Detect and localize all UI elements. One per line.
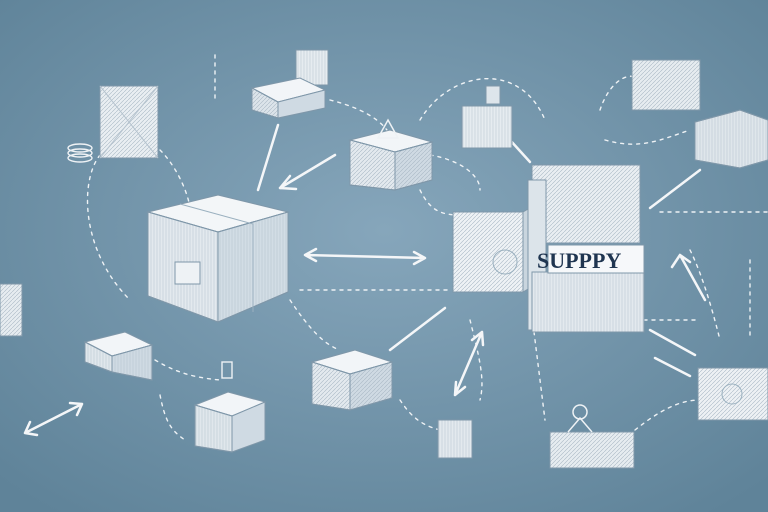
supply-sign-text: SUPPPY bbox=[537, 248, 621, 273]
box-bottom-center bbox=[312, 350, 392, 410]
box-bottom-center-left bbox=[195, 392, 265, 452]
center-parcel bbox=[453, 205, 535, 292]
parcel-left-edge bbox=[0, 284, 22, 336]
card-bottom-right bbox=[698, 368, 768, 420]
crate-bottom-tall bbox=[438, 420, 472, 458]
parcel-top-left bbox=[100, 86, 158, 158]
